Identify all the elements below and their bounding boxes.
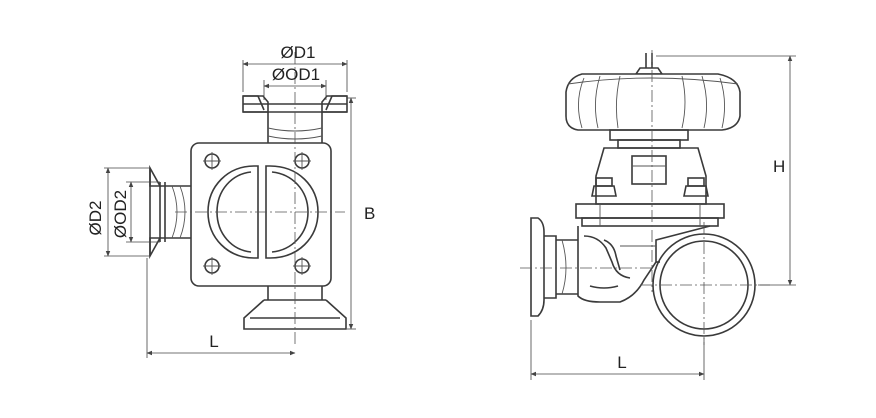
label-od2: ØOD2 <box>111 190 130 238</box>
bonnet <box>575 147 725 227</box>
top-view-drawing: ØD1 ØOD1 B ØD2 ØOD2 L <box>86 43 375 358</box>
side-view-drawing: H L <box>520 50 796 380</box>
handwheel <box>565 53 741 149</box>
label-h: H <box>773 157 785 176</box>
left-ferrule <box>149 164 191 260</box>
label-od1: ØOD1 <box>272 65 320 84</box>
square-body <box>190 142 332 287</box>
label-d1: ØD1 <box>281 43 316 62</box>
label-b: B <box>364 204 375 223</box>
label-d2: ØD2 <box>86 201 105 236</box>
label-l-left: L <box>209 332 218 351</box>
valve-body <box>577 225 711 303</box>
label-l-right: L <box>617 353 626 372</box>
left-clamp-end <box>530 217 578 317</box>
